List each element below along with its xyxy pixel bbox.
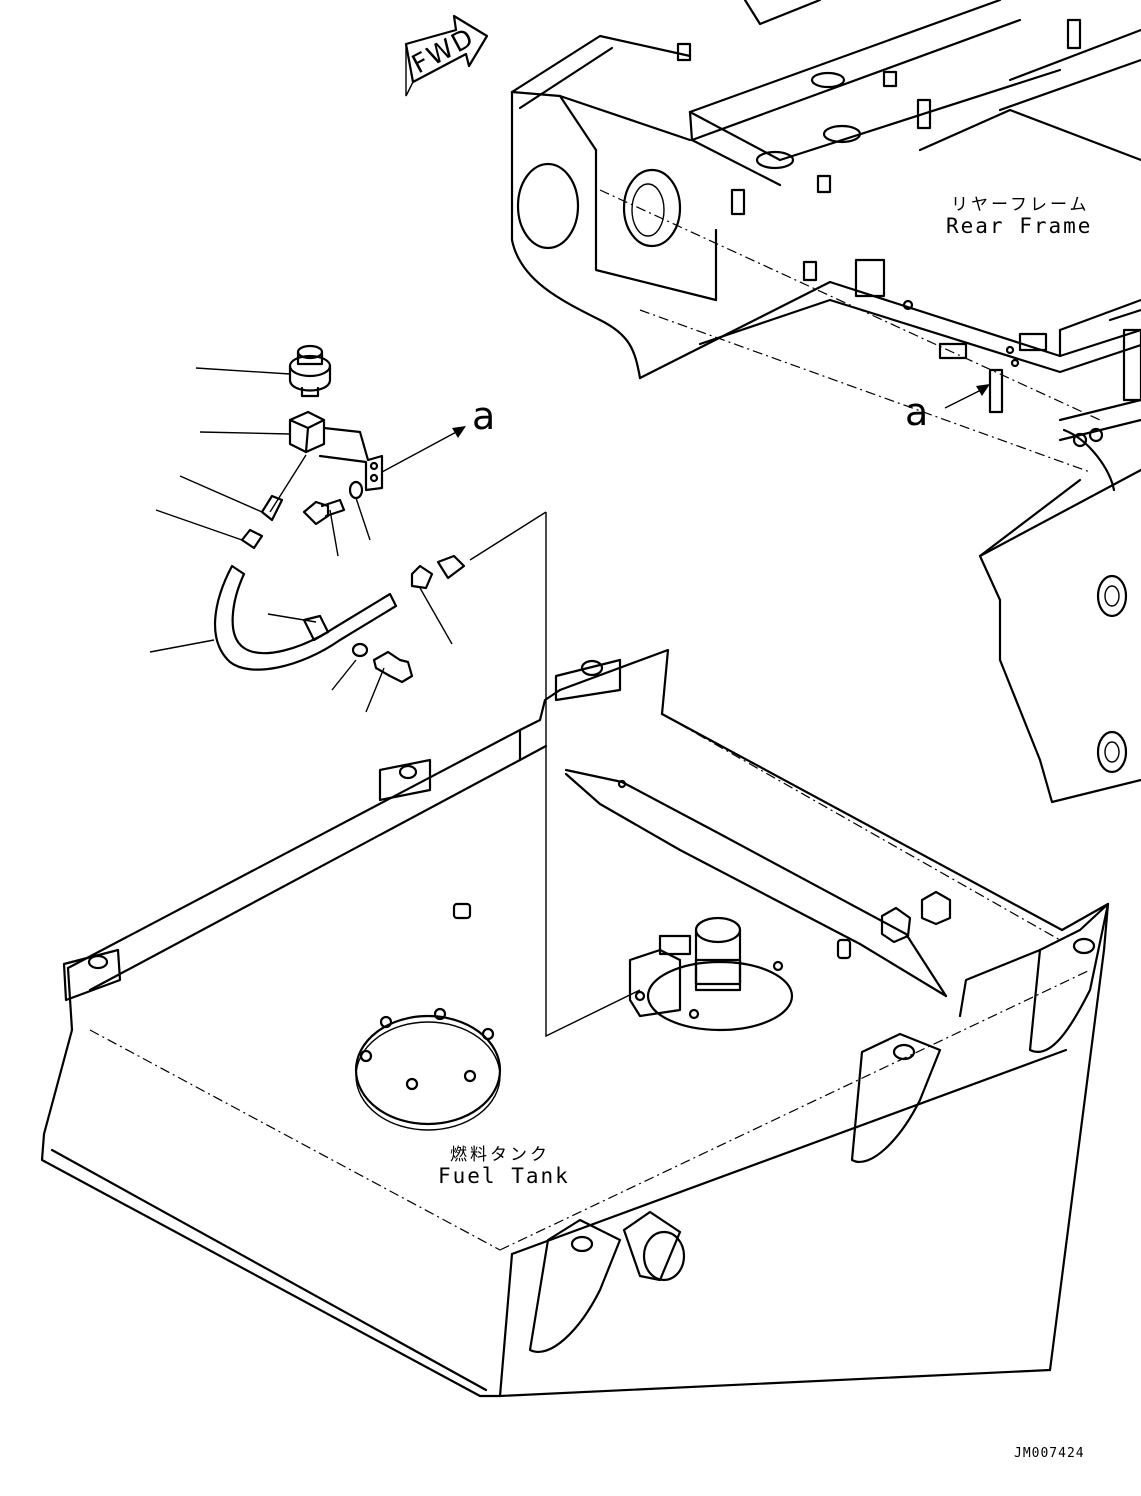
fwd-arrow: FWD <box>404 14 489 97</box>
leader-lines <box>149 367 466 713</box>
reference-label-a-left: a <box>472 394 496 438</box>
drawing-code: JM007424 <box>1014 1446 1085 1461</box>
fuel-tank-label-jp: 燃料タンク <box>450 1145 550 1165</box>
ref-arrow-right <box>944 384 990 409</box>
rear-frame-label-jp: リヤーフレーム <box>951 195 1090 215</box>
rear-frame <box>510 0 1141 804</box>
fuel-tank <box>40 648 1110 1398</box>
reference-label-a-right: a <box>905 390 929 434</box>
sensor-assembly <box>213 344 466 684</box>
rear-frame-label-en: Rear Frame <box>946 214 1093 238</box>
fwd-label: FWD <box>407 22 480 80</box>
fuel-tank-label-en: Fuel Tank <box>438 1164 570 1188</box>
